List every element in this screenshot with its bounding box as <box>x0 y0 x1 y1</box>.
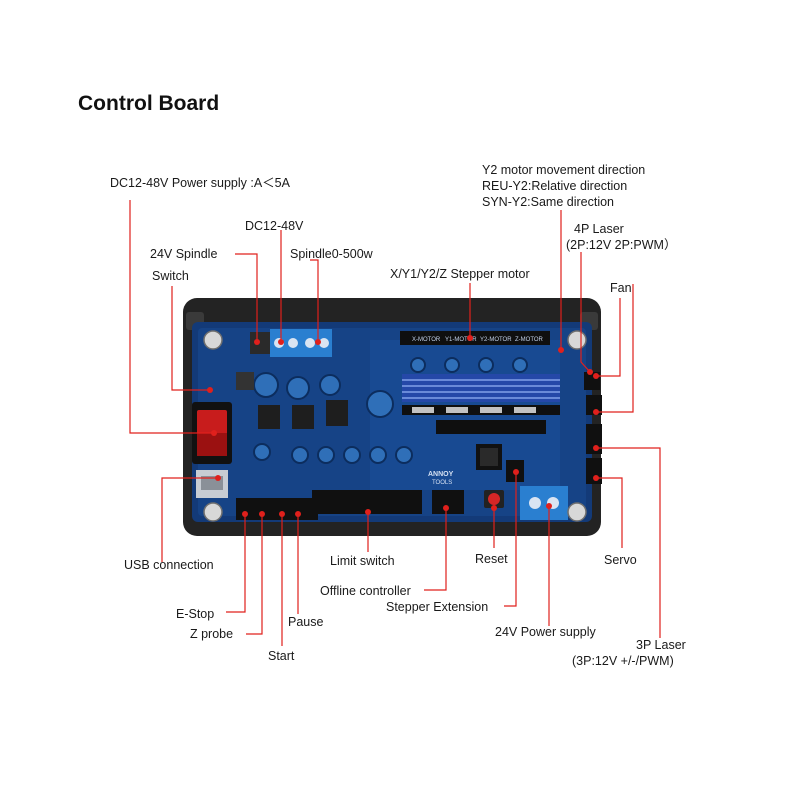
callout-leaders <box>129 200 661 646</box>
label-z-probe: Z probe <box>190 627 234 641</box>
capacitor <box>253 443 271 461</box>
label-fan: Fan <box>610 281 632 295</box>
silk-y2-motor: Y2-MOTOR <box>480 337 512 343</box>
label-y2-direction: Y2 motor movement direction <box>482 163 646 177</box>
regulator-chip <box>258 405 280 429</box>
label-4p-laser-spec: (2P:12V 2P:PWM） <box>566 238 677 252</box>
terminal-spindle-24v[interactable] <box>250 332 270 354</box>
label-3p-laser-spec: (3P:12V +/-/PWM) <box>572 654 674 668</box>
silk-x-motor: X-MOTOR <box>412 337 441 343</box>
page-title: Control Board <box>78 92 220 115</box>
capacitor <box>317 446 335 464</box>
regulator-chip <box>326 400 348 426</box>
silk-logo-bottom: TOOLS <box>432 480 452 486</box>
label-limit-switch: Limit switch <box>330 554 395 568</box>
stepper-motor-header[interactable] <box>400 331 550 345</box>
label-usb: USB connection <box>124 558 214 572</box>
capacitor <box>319 374 341 396</box>
capacitor <box>366 390 394 418</box>
offline-controller-header[interactable] <box>432 490 464 514</box>
label-stepper-extension: Stepper Extension <box>386 600 489 614</box>
silk-y1-motor: Y1-MOTOR <box>445 337 477 343</box>
capacitor <box>369 446 387 464</box>
capacitor <box>253 372 279 398</box>
standoff <box>203 502 223 522</box>
label-power-supply: DC12-48V Power supply :A＜5A <box>110 176 290 190</box>
label-servo: Servo <box>604 553 637 567</box>
silk-z-motor: Z-MOTOR <box>515 337 544 343</box>
label-stepper-motor: X/Y1/Y2/Z Stepper motor <box>390 267 530 281</box>
callout-dots <box>207 335 599 517</box>
control-inputs-header[interactable] <box>236 498 318 520</box>
label-spindle-500w: Spindle0-500w <box>290 247 373 261</box>
label-pause: Pause <box>288 615 324 629</box>
power-switch-shade <box>197 433 227 456</box>
silk-logo-top: ANNOY <box>428 471 454 478</box>
power-24v-terminal[interactable] <box>520 486 568 520</box>
label-switch: Switch <box>152 269 189 283</box>
inductor <box>236 372 254 390</box>
label-4p-laser: 4P Laser <box>574 222 624 236</box>
label-3p-laser: 3P Laser <box>636 638 686 652</box>
label-24v-spindle: 24V Spindle <box>150 247 218 261</box>
standoff <box>567 502 587 522</box>
label-reset: Reset <box>475 552 508 566</box>
label-syn-y2: SYN-Y2:Same direction <box>482 195 615 209</box>
capacitor <box>291 446 309 464</box>
jumper-block[interactable] <box>436 420 546 434</box>
label-start: Start <box>268 649 295 663</box>
standoff <box>203 330 223 350</box>
label-dc12-48v: DC12-48V <box>245 219 304 233</box>
reset-button-cap[interactable] <box>488 493 500 505</box>
capacitor <box>286 376 310 400</box>
label-offline-controller: Offline controller <box>320 584 411 598</box>
regulator-chip <box>292 405 314 429</box>
label-estop: E-Stop <box>176 607 215 621</box>
capacitor <box>395 446 413 464</box>
capacitor <box>343 446 361 464</box>
standoff <box>567 330 587 350</box>
label-24v-power: 24V Power supply <box>495 625 596 639</box>
label-reu-y2: REU-Y2:Relative direction <box>482 179 628 193</box>
